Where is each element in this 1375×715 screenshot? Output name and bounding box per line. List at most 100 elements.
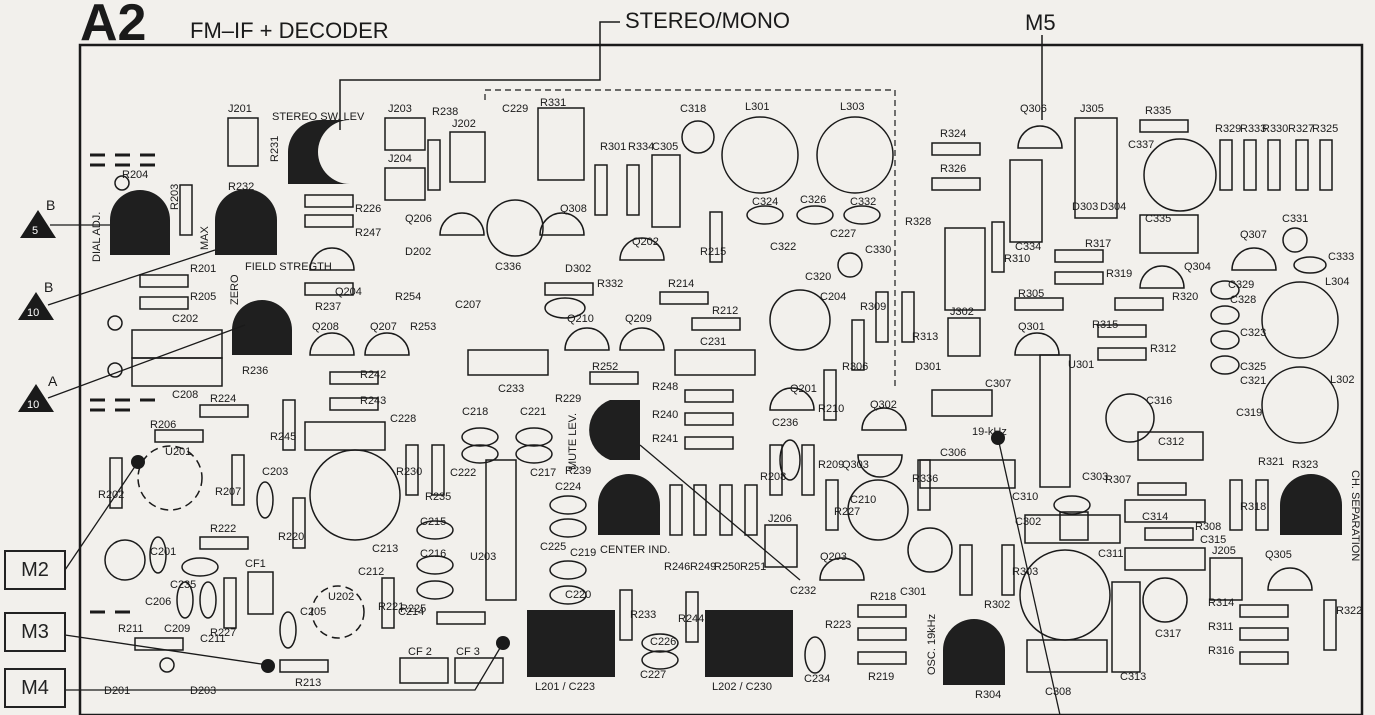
ref-label-r253: R253 xyxy=(410,321,436,333)
ref-label-c212: C212 xyxy=(358,566,384,578)
ref-label-c211: C211 xyxy=(200,633,225,645)
ref-label-r227: R227 xyxy=(834,506,860,518)
ref-label-r305: R305 xyxy=(1018,288,1044,300)
svg-text:B: B xyxy=(46,197,55,213)
ref-label-c205: C205 xyxy=(300,606,326,618)
ref-label-c333: C333 xyxy=(1328,251,1354,263)
ref-label-r251: R251 xyxy=(740,561,766,573)
ref-label-r322: R322 xyxy=(1336,605,1362,617)
ref-label-q301: Q301 xyxy=(1018,321,1045,333)
ref-label-cf2: CF 2 xyxy=(408,646,432,658)
ref-label-d302: D302 xyxy=(565,263,591,275)
ref-label-r330: R330 xyxy=(1262,123,1288,135)
ref-label-c235: C235 xyxy=(170,579,196,591)
ref-label-c320: C320 xyxy=(805,271,831,283)
ref-label-r241: R241 xyxy=(652,433,678,445)
ref-label-c323: C323 xyxy=(1240,327,1266,339)
measure-point-m3: M3 xyxy=(4,612,66,652)
ref-label-r319: R319 xyxy=(1106,268,1132,280)
ref-label-r201: R201 xyxy=(190,263,216,275)
ref-label-c214: C214 xyxy=(398,606,424,618)
ref-label-r334: R334 xyxy=(628,141,654,153)
label-j305: J305 xyxy=(1080,103,1104,115)
label-l201: L201 / C223 xyxy=(535,681,595,693)
svg-text:B: B xyxy=(44,279,53,295)
label-center-ind: CENTER IND. xyxy=(600,544,670,556)
m5-label: M5 xyxy=(1025,10,1056,35)
ref-label-r247: R247 xyxy=(355,227,381,239)
label-r232: R232 xyxy=(228,181,254,193)
ref-label-l302: L302 xyxy=(1330,374,1354,386)
ref-label-c233: C233 xyxy=(498,383,524,395)
ref-label-c321: C321 xyxy=(1240,375,1266,387)
ref-label-c231: C231 xyxy=(700,336,726,348)
pot-r229 xyxy=(589,400,640,460)
ref-label-c227: C227 xyxy=(640,669,666,681)
ref-label-u202: U202 xyxy=(328,591,354,603)
test-point-m4 xyxy=(496,636,510,650)
ref-label-r316: R316 xyxy=(1208,645,1234,657)
label-dial-adj: DIAL ADJ. xyxy=(91,212,103,262)
ref-label-q204: Q204 xyxy=(335,286,362,298)
ref-label-r307: R307 xyxy=(1105,474,1131,486)
ref-label-c318: C318 xyxy=(680,103,706,115)
ref-label-d201: D201 xyxy=(104,685,130,697)
pot-r232 xyxy=(215,189,277,255)
pot-r304 xyxy=(943,619,1005,685)
ref-label-c225: C225 xyxy=(540,541,566,553)
ref-label-r245: R245 xyxy=(270,431,296,443)
ref-label-r329: R329 xyxy=(1215,123,1241,135)
ref-label-r335: R335 xyxy=(1145,105,1171,117)
ref-label-r242: R242 xyxy=(360,369,386,381)
label-mute-lev: MUTE LEV. xyxy=(567,413,579,470)
measure-point-m4: M4 xyxy=(4,668,66,708)
ref-label-r222: R222 xyxy=(210,523,236,535)
label-ch-separation: CH. SEPARATION xyxy=(1349,470,1361,561)
ref-label-c204: C204 xyxy=(820,291,846,303)
ref-label-r202: R202 xyxy=(98,489,124,501)
ref-label-r204: R204 xyxy=(122,169,148,181)
title-code: A2 xyxy=(80,0,146,52)
ref-label-r333: R333 xyxy=(1240,123,1266,135)
ref-label-q201: Q201 xyxy=(790,383,817,395)
dash-marks xyxy=(90,153,155,614)
ref-label-d301: D301 xyxy=(915,361,941,373)
ref-label-u203: U203 xyxy=(470,551,496,563)
pot-r204 xyxy=(110,190,170,255)
component-shapes xyxy=(104,107,1339,684)
ref-label-c332: C332 xyxy=(850,196,876,208)
label-r229: R229 xyxy=(555,393,581,405)
ref-label-q308: Q308 xyxy=(560,203,587,215)
ref-label-c220: C220 xyxy=(565,589,591,601)
ref-label-c219: C219 xyxy=(570,547,596,559)
board-outline xyxy=(78,43,1364,715)
label-zero: ZERO xyxy=(229,274,241,305)
ref-label-r310: R310 xyxy=(1004,253,1030,265)
ref-label-c319: C319 xyxy=(1236,407,1262,419)
svg-text:A: A xyxy=(48,373,58,389)
pot-r236 xyxy=(232,300,292,355)
ref-label-c224: C224 xyxy=(555,481,581,493)
ref-label-c324: C324 xyxy=(752,196,778,208)
ref-label-c232: C232 xyxy=(790,585,816,597)
label-l202: L202 / C230 xyxy=(712,681,772,693)
ref-label-r221: R221 xyxy=(378,601,404,613)
ref-label-r246: R246 xyxy=(664,561,690,573)
ref-label-r315: R315 xyxy=(1092,319,1118,331)
ref-label-r244: R244 xyxy=(678,613,704,625)
ref-label-r243: R243 xyxy=(360,395,386,407)
ref-label-c317: C317 xyxy=(1155,628,1181,640)
ref-label-q208: Q208 xyxy=(312,321,339,333)
ref-label-l303: L303 xyxy=(840,101,864,113)
leader-m2 xyxy=(64,461,139,571)
ref-label-q304: Q304 xyxy=(1184,261,1211,273)
ref-label-c336: C336 xyxy=(495,261,521,273)
ref-label-c203: C203 xyxy=(262,466,288,478)
ref-label-q210: Q210 xyxy=(567,313,594,325)
test-point-m3 xyxy=(261,659,275,673)
ref-label-r306: R306 xyxy=(842,361,868,373)
ref-label-c226: C226 xyxy=(650,636,676,648)
ref-label-r320: R320 xyxy=(1172,291,1198,303)
ref-label-r227: R227 xyxy=(210,627,236,639)
ref-label-r238: R238 xyxy=(432,106,458,118)
